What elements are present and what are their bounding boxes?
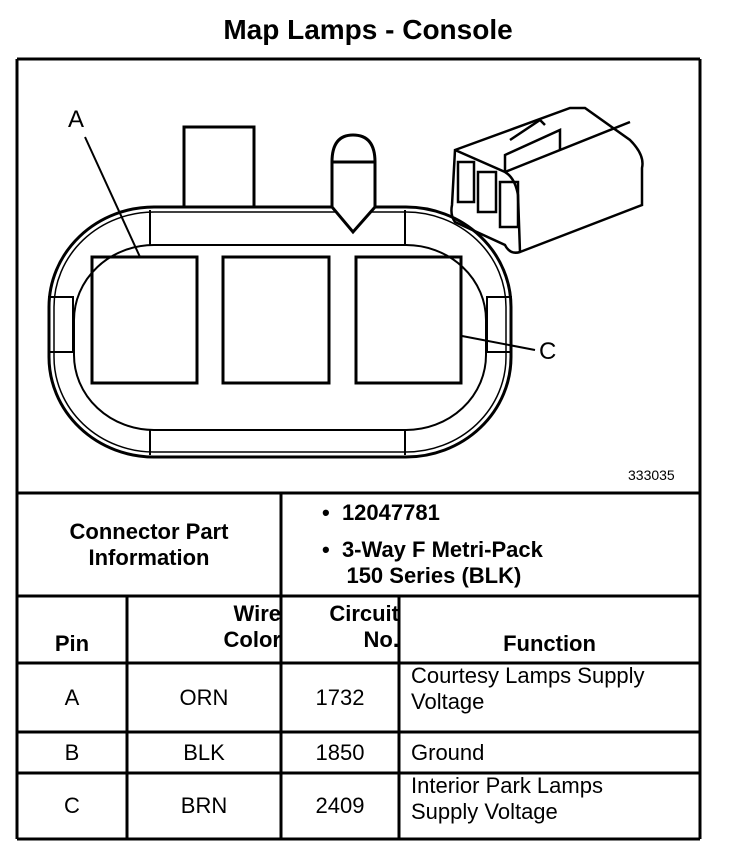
cell-pin: A: [64, 684, 80, 710]
figure-number: 333035: [628, 467, 675, 483]
header-wire-color-1: Wire: [233, 600, 281, 626]
pin-a-callout: A: [68, 106, 85, 133]
pin-c-callout: C: [539, 338, 557, 365]
description-line1: 3-Way F Metri-Pack: [341, 537, 543, 562]
connector-face: [47, 125, 536, 459]
cell-pin: B: [64, 739, 80, 765]
description-line2: 150 Series (BLK): [346, 563, 522, 588]
header-function: Function: [503, 631, 596, 656]
connector-isometric-icon: [450, 106, 644, 254]
header-circuit-1: Circuit: [329, 600, 399, 626]
connector-info-label-text: Connector Part Information: [69, 518, 229, 570]
header-pin: Pin: [54, 631, 90, 656]
page-title: Map Lamps - Console: [223, 14, 513, 45]
cell-wire-color: BLK: [183, 739, 225, 765]
part-number: 12047781: [341, 500, 440, 525]
cell-wire-color: ORN: [179, 684, 229, 710]
cell-wire-color: BRN: [180, 793, 228, 818]
header-wire-color-2: Color: [223, 626, 281, 652]
header-circuit-2: No.: [363, 626, 399, 652]
function-line1: Courtesy Lamps Supply: [411, 663, 645, 688]
cell-circuit: 1732: [315, 684, 365, 710]
connector-description: • 3-Way F Metri-Pack 150 Series (BLK): [322, 537, 543, 588]
cell-pin: C: [64, 793, 80, 818]
cell-circuit: 2409: [315, 793, 365, 818]
connector-info-label: Connector Part Information: [17, 493, 281, 596]
function-line2: Supply Voltage: [411, 799, 558, 824]
cell-function: Ground: [411, 739, 485, 765]
function-line1: Interior Park Lamps: [411, 773, 603, 798]
connector-part-number: • 12047781: [322, 500, 440, 525]
cell-circuit: 1850: [315, 739, 365, 765]
function-line2: Voltage: [411, 689, 485, 714]
frame-lines: [15, 57, 702, 841]
